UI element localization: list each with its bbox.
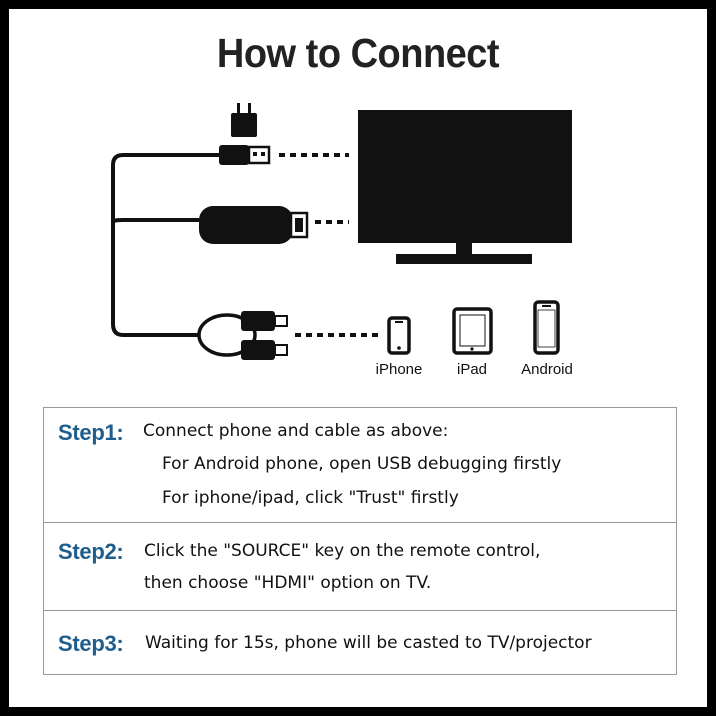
power-adapter-icon <box>231 103 257 137</box>
device-label-iphone: iPhone <box>375 361 423 378</box>
dotted-leaders <box>279 153 379 337</box>
hdmi-connector-icon <box>199 206 309 244</box>
connection-diagram <box>111 103 572 360</box>
step-label: Step1: <box>58 420 124 445</box>
device-label-android: Android <box>521 361 573 378</box>
ipad-icon <box>452 307 493 355</box>
step-label: Step3: <box>58 631 124 656</box>
step-label: Step2: <box>58 539 124 564</box>
steps-table: Step1: Connect phone and cable as above:… <box>43 407 677 675</box>
tv-icon <box>358 110 572 264</box>
page-title: How to Connect <box>216 31 500 77</box>
splitter-connector-icon <box>197 311 288 360</box>
step-text-line: Click the "SOURCE" key on the remote con… <box>144 541 541 561</box>
step-text-line: then choose "HDMI" option on TV. <box>144 573 432 593</box>
infographic-frame: How to Connect <box>9 9 707 707</box>
step-row-1: Step1: Connect phone and cable as above:… <box>44 408 676 522</box>
cable-lines <box>111 153 221 337</box>
android-phone-icon <box>533 300 560 355</box>
step-text-line: Waiting for 15s, phone will be casted to… <box>145 633 592 653</box>
step-text-line: For Android phone, open USB debugging fi… <box>162 454 562 474</box>
usb-plug-icon <box>219 145 271 165</box>
step-row-2: Step2: Click the "SOURCE" key on the rem… <box>44 522 676 610</box>
step-text-line: For iphone/ipad, click "Trust" firstly <box>162 488 459 508</box>
step-row-3: Step3: Waiting for 15s, phone will be ca… <box>44 610 676 674</box>
device-label-ipad: iPad <box>456 361 488 378</box>
step-text-line: Connect phone and cable as above: <box>143 421 449 441</box>
iphone-icon <box>387 316 411 355</box>
